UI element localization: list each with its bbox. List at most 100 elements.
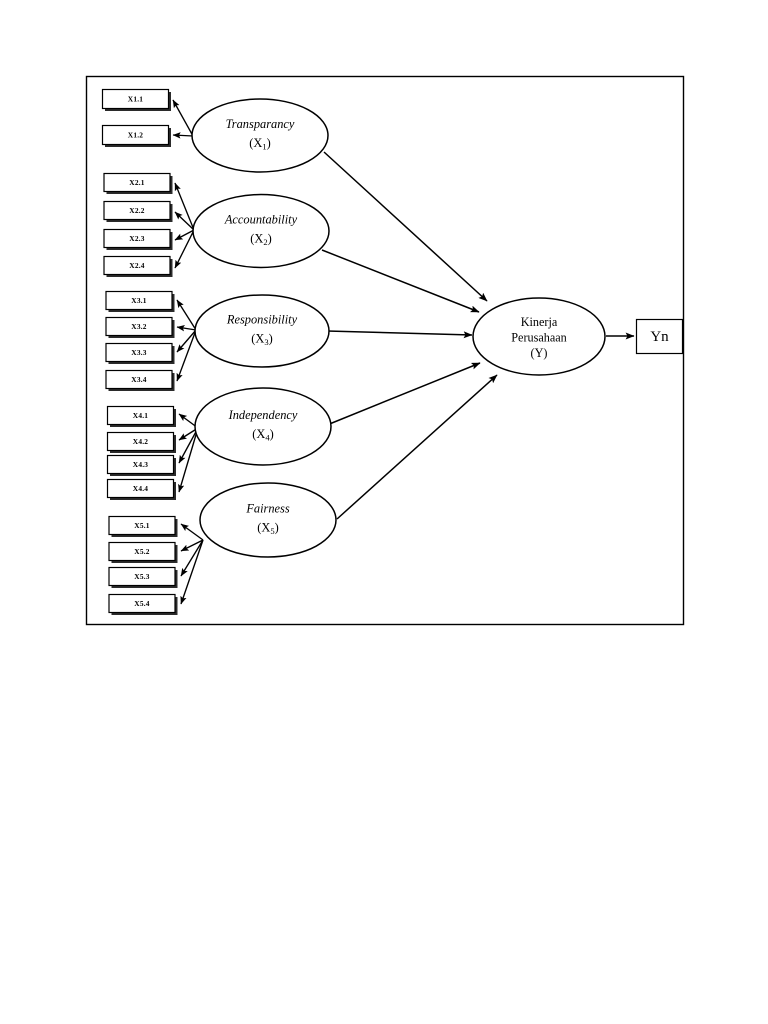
indicator-box-x4-3: X4.3 xyxy=(106,454,176,476)
indicator-label: X5.2 xyxy=(134,547,149,556)
arrow-x2-to-x2-1 xyxy=(174,182,195,231)
indicator-label: X4.1 xyxy=(133,411,148,420)
arrow-x4-to-y xyxy=(326,362,481,426)
indicator-box-x3-2: X3.2 xyxy=(105,316,175,338)
arrow-x3-to-x3-3 xyxy=(176,329,197,353)
arrow-x1-to-x1-2 xyxy=(172,132,194,139)
arrow-x3-to-x3-2 xyxy=(176,325,197,332)
indicator-label: X2.4 xyxy=(129,261,144,270)
arrow-x5-to-x5-3 xyxy=(180,539,204,577)
latent-code-x3: (X3) xyxy=(251,332,273,348)
indicator-label: X4.4 xyxy=(133,484,148,493)
ellipse-fairness xyxy=(199,482,337,558)
ellipse-independency xyxy=(194,387,332,466)
latent-code-letter: X xyxy=(254,232,263,246)
indicator-label: X1.1 xyxy=(128,95,143,104)
ellipse-responsibility xyxy=(194,294,330,368)
measurement-arrows-x3 xyxy=(176,299,197,382)
indicator-group-x3: X3.1 X3.2 X3.3 X3.4 xyxy=(105,290,175,391)
arrow-x5-to-x5-1 xyxy=(180,523,204,541)
indicator-box-x1-1: X1.1 xyxy=(101,88,171,111)
indicator-box-x3-4: X3.4 xyxy=(105,369,175,391)
indicator-box-x5-2: X5.2 xyxy=(108,541,178,563)
indicator-box-x3-3: X3.3 xyxy=(105,342,175,364)
latent-code-x5: (X5) xyxy=(257,521,279,537)
indicator-label: X4.3 xyxy=(133,460,148,469)
indicator-label: X2.3 xyxy=(129,234,144,243)
latent-code-x4: (X4) xyxy=(252,427,274,443)
structural-arrows xyxy=(321,151,635,520)
latent-label-x5: Fairness xyxy=(245,502,290,516)
indicator-box-x4-2: X4.2 xyxy=(106,431,176,453)
arrow-x1-to-x1-1 xyxy=(172,99,194,137)
arrow-x2-to-y xyxy=(321,249,480,313)
outcome-label: Yn xyxy=(650,329,669,345)
indicator-box-x4-4: X4.4 xyxy=(106,478,176,500)
arrow-x5-to-x5-2 xyxy=(180,539,204,552)
indicator-group-x1: X1.1 X1.2 xyxy=(101,88,171,147)
indicator-group-x5: X5.1 X5.2 X5.3 X5.4 xyxy=(108,515,178,615)
arrow-x1-to-y xyxy=(323,151,488,302)
latent-code-letter: X xyxy=(253,136,262,150)
arrow-x3-to-y xyxy=(326,330,473,339)
measurement-arrows-x1 xyxy=(172,99,194,139)
measurement-arrows-x2 xyxy=(174,182,195,269)
latent-code-x1: (X1) xyxy=(249,136,271,152)
indicator-label: X4.2 xyxy=(133,437,148,446)
endog-label-line2: Perusahaan xyxy=(511,331,567,345)
outcome-node-yn: Yn xyxy=(635,318,684,355)
indicator-group-x4: X4.1 X4.2 X4.3 X4.4 xyxy=(106,405,176,500)
arrow-x2-to-x2-3 xyxy=(174,229,195,241)
indicator-box-x1-2: X1.2 xyxy=(101,124,171,147)
indicator-label: X5.1 xyxy=(134,521,149,530)
arrow-x2-to-x2-2 xyxy=(174,211,195,231)
latent-code-subscript: 3 xyxy=(264,337,268,347)
latent-node-x5: Fairness (X5) xyxy=(199,482,337,558)
indicator-label: X3.2 xyxy=(131,322,146,331)
indicator-label: X5.3 xyxy=(134,572,149,581)
latent-code-subscript: 2 xyxy=(263,237,267,247)
indicator-box-x5-3: X5.3 xyxy=(108,566,178,588)
indicator-box-x2-2: X2.2 xyxy=(103,200,173,222)
indicator-label: X3.4 xyxy=(131,375,146,384)
latent-node-x4: Independency (X4) xyxy=(194,387,332,466)
indicator-group-x2: X2.1 X2.2 X2.3 X2.4 xyxy=(103,172,173,277)
arrow-x3-to-x3-4 xyxy=(176,329,197,382)
arrow-x3-to-x3-1 xyxy=(176,299,197,331)
arrow-x5-to-x5-4 xyxy=(180,539,204,605)
ellipse-accountability xyxy=(192,193,330,269)
indicator-box-x2-3: X2.3 xyxy=(103,228,173,250)
latent-node-x1: Transparancy (X1) xyxy=(191,98,329,173)
arrow-x4-to-x4-4 xyxy=(178,427,199,493)
indicator-label: X2.2 xyxy=(129,206,144,215)
latent-node-x2: Accountability (X2) xyxy=(192,193,330,269)
box-yn xyxy=(635,318,684,355)
endog-label-line1: Kinerja xyxy=(521,315,558,329)
indicator-label: X1.2 xyxy=(128,131,143,140)
figure-frame xyxy=(85,75,685,626)
latent-code-x2: (X2) xyxy=(250,232,272,248)
latent-label-x3: Responsibility xyxy=(226,313,298,327)
indicator-box-x2-4: X2.4 xyxy=(103,255,173,277)
latent-label-x4: Independency xyxy=(228,408,298,422)
arrow-x5-to-y xyxy=(336,374,498,520)
latent-label-x1: Transparancy xyxy=(226,117,295,131)
latent-code-letter: X xyxy=(261,521,270,535)
endogenous-node-y: Kinerja Perusahaan (Y) xyxy=(472,297,606,376)
endog-label-line3: (Y) xyxy=(531,346,548,360)
indicator-box-x5-1: X5.1 xyxy=(108,515,178,537)
latent-code-letter: X xyxy=(256,427,265,441)
latent-label-x2: Accountability xyxy=(224,213,298,227)
latent-code-letter: X xyxy=(255,332,264,346)
arrow-x2-to-x2-4 xyxy=(174,229,195,269)
ellipse-transparancy xyxy=(191,98,329,173)
ellipse-kinerja-perusahaan xyxy=(472,297,606,376)
arrow-x4-to-x4-3 xyxy=(178,427,199,464)
indicator-label: X2.1 xyxy=(129,178,144,187)
latent-node-x3: Responsibility (X3) xyxy=(194,294,330,368)
indicator-label: X5.4 xyxy=(134,599,149,608)
indicator-box-x5-4: X5.4 xyxy=(108,593,178,615)
indicator-box-x4-1: X4.1 xyxy=(106,405,176,427)
